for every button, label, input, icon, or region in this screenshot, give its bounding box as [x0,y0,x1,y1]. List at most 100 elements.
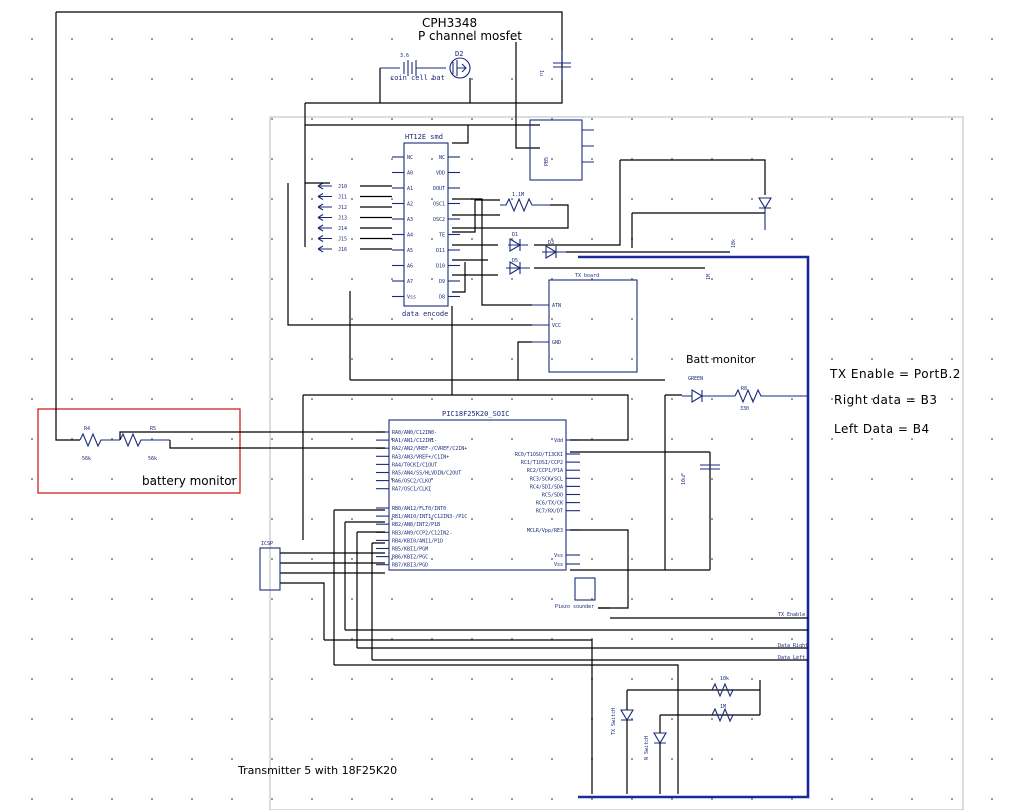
r8-value: 330 [740,406,749,412]
encoder-pin-left: NC [407,155,413,161]
pic-pin-right: RC4/SDI/SDA [530,484,563,490]
pic-pin-left: RA3/AN3/VREF+/C1IN+ [392,454,449,460]
pb5-label: PB5 [544,157,550,166]
pic-left-pins: RA0/AN0/C12IN0- RA1/AN1/C12IN1- RA2/AN2/VR… [376,430,467,569]
encoder-pin-right: OSC1 [433,202,445,208]
piezo-sounder [574,577,596,601]
tx-board-pin: GND [552,340,561,346]
pic-pin-right: RC2/CCP1/P1A [527,468,563,474]
pic-pin-right: RC1/T1OSI/CCP2 [521,460,563,466]
encoder-pin-right: TE [439,233,445,239]
battery-voltage-label: 3.6 [400,53,409,59]
d5-label: D5 [512,258,518,264]
r8-label: R8 [741,386,747,392]
tx-board-pin: ATN [552,303,561,309]
encoder-pin-left: A3 [407,217,413,223]
pic-pin-left: RB6/KBI2/PGC [392,555,428,561]
battery-monitor-title: battery monitor [142,474,237,488]
encoder-pin-left: A1 [407,186,413,192]
power-switch-block [55,11,571,441]
left-data-note: Left Data = B4 [834,422,930,436]
jumper-label: J11 [338,195,347,201]
encoder-pin-right: VDD [436,171,445,177]
jumper-label: J16 [338,247,347,253]
led-top-right [758,197,772,230]
encoder-pin-right: DOUT [433,186,445,192]
icsp-connector [259,547,281,591]
encoder-pin-right: D9 [439,279,445,285]
green-led-label: GREEN [688,376,703,382]
encoder-pin-left: A5 [407,248,413,254]
pic-pin-left: RB7/KBI3/PGD [392,563,428,569]
encoder-pin-right: NC [439,155,445,161]
pic-pin-right: MCLR/Vpp/RE3 [527,528,563,534]
pic-pin-left: RA4/T0CKI/C1OUT [392,462,437,468]
pic-pin-left: RA2/AN2/VREF-/CVREF/C2IN+ [392,446,467,452]
pic-pin-right: RC5/SDO [542,493,563,499]
capacitor-mid [700,464,720,470]
encoder-pin-left: A7 [407,279,413,285]
pic-pin-left: RA1/AN1/C12IN1- [392,438,437,444]
pic-pin-left: RB5/KBI1/PGM [392,547,428,553]
tx-enable-net: TX Enable [778,612,805,618]
pic-pin-right: RC6/TX/CK [536,501,563,507]
n-switch-label: N SwitcH [644,736,650,760]
pic-pin-right: Vdd [554,438,563,444]
piezo-label: Piezo sounder [555,604,594,610]
encoder-value-label: data encode [402,310,448,318]
diodes-d1-d3-d5 [506,238,566,275]
pic-pin-left: RB3/AN9/CCP2/C12IN2- [392,530,452,536]
pic-pin-right: RC0/T1OSO/T13CKI [515,452,563,458]
encoder-pin-right: OSC2 [433,217,445,223]
jumper-label: J10 [338,184,347,190]
batt-monitor-title: Batt monitor [686,353,756,366]
mosfet-description: P channel mosfet [418,29,522,43]
batt-monitor-circuit [664,388,808,570]
pic-part-label: PIC18F25K20_SOIC [442,410,509,418]
tx-board-pin: VCC [552,323,561,329]
pic-pin-right: Vss [554,562,563,568]
pic-pin-left: RB4/KBI0/AN11/P1D [392,538,443,544]
cap-mid-label: 10uF [681,473,687,485]
r-10k-bottom-label: 10k [720,676,729,682]
right-data-note: Right data = B3 [834,393,938,407]
pic-pin-left: RB1/AN10/INT1/C12IN3-/P1C [392,514,467,520]
sheet-frame [269,116,964,810]
pic-pin-right: RC7/RX/DT [536,509,563,515]
icsp-label: ICSP [261,541,273,547]
battery-monitor-frame [37,408,241,494]
r5-value: 56k [148,456,157,462]
encoder-pin-right: D8 [439,295,445,301]
pic-pin-left: RA0/AN0/C12IN0- [392,430,437,436]
mosfet-part-label: CPH3348 [422,16,477,30]
r4-value: 56k [82,456,91,462]
jumper-label: J15 [338,237,347,243]
coin-cell-label: coin cell bat [390,74,445,82]
encoder-pin-left: A6 [407,264,413,270]
tx-switch-label: TX SwitcH [611,708,617,735]
r5-label: R5 [150,426,156,432]
ground-rail [578,255,810,799]
cap-top-label: 1u [538,70,544,76]
ht12e-encoder-chip [403,142,449,307]
tx-board-label: TX board [575,273,599,279]
encoder-part-label: HT12E smd [405,133,443,141]
pb5-connector [529,119,594,181]
encoder-wiring [287,125,766,395]
encoder-pin-left: A0 [407,171,413,177]
r-1m-label: 1M [706,274,712,280]
tx-board-pins: ATN VCC GND [552,303,561,346]
d1-label: D1 [512,232,518,238]
data-left-net: Data Left [778,655,805,661]
battery-monitor-resistors [79,431,385,449]
encoder-pin-right: D10 [436,264,445,270]
encoder-pin-left: Vss [407,295,416,301]
schematic-title: Transmitter 5 with 18F25K20 [237,764,397,777]
pic-wiring [280,394,808,794]
jumper-label: J13 [338,216,347,222]
